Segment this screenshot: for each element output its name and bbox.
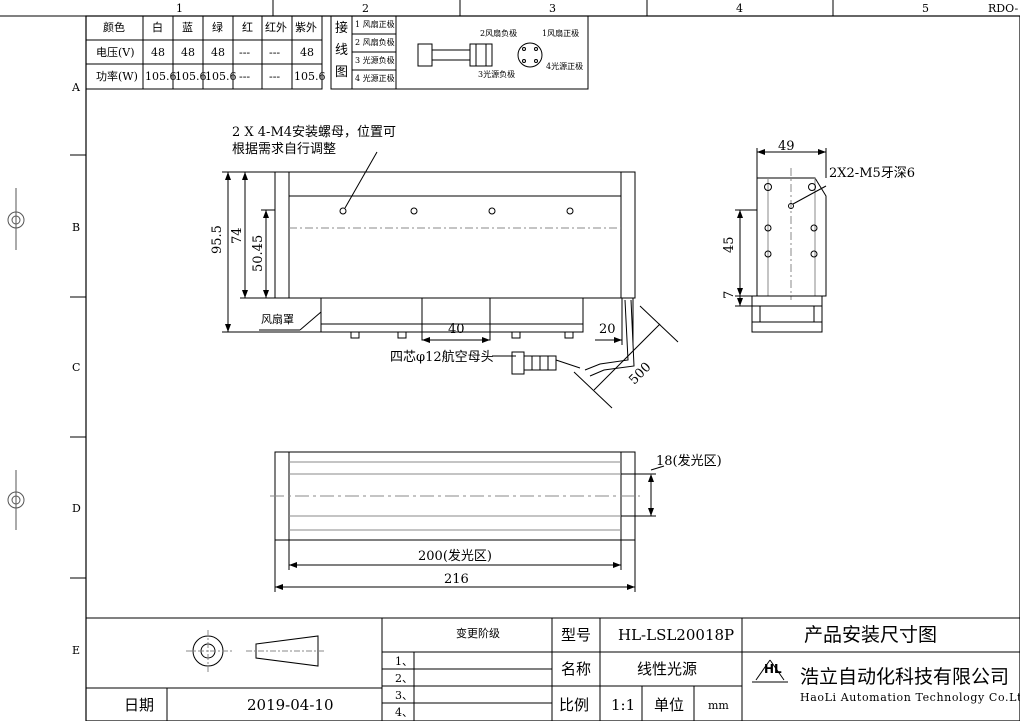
- spec-voltage-ir: ---: [269, 46, 281, 59]
- grid-row-b: B: [72, 221, 81, 234]
- thread-note: 2X2-M5牙深6: [829, 166, 916, 181]
- wiring-pin-1: 1 风扇正极: [355, 20, 395, 29]
- spec-header-green: 绿: [212, 21, 223, 34]
- dim-total-length: 216: [444, 572, 469, 587]
- spec-power-white: 105.6: [145, 70, 177, 83]
- scale-label: 比例: [559, 696, 590, 714]
- date-value: 2019-04-10: [247, 696, 334, 714]
- wiring-label-light-neg: 3光源负极: [478, 70, 516, 79]
- connector-label: 四芯φ12航空母头: [390, 350, 494, 365]
- spec-header-uv: 紫外: [295, 21, 317, 34]
- spec-power-label: 功率(W): [96, 70, 138, 83]
- company-name-en: HaoLi Automation Technology Co.Ltd: [800, 691, 1020, 704]
- mounting-nut-note-2: 根据需求自行调整: [232, 142, 337, 157]
- unit-label: 单位: [654, 696, 685, 714]
- company-logo: HL: [752, 656, 788, 692]
- wiring-title-1: 接: [335, 21, 349, 36]
- logo-text: HL: [764, 662, 782, 676]
- dim-side-width: 49: [778, 139, 795, 154]
- spec-voltage-uv: 48: [300, 46, 314, 59]
- spec-header-red: 红: [242, 21, 253, 34]
- revision-title: 变更阶级: [456, 627, 500, 640]
- wiring-pin-4: 4 光源正极: [355, 74, 395, 83]
- drawing-title: 产品安装尺寸图: [804, 624, 938, 646]
- revision-row-1: 1、: [395, 655, 413, 668]
- spec-header-color: 颜色: [103, 21, 125, 34]
- dim-inner-height: 50.45: [251, 234, 266, 272]
- spec-power-red: ---: [239, 70, 251, 83]
- spec-header-blue: 蓝: [182, 21, 193, 34]
- spec-power-green: 105.6: [205, 70, 237, 83]
- revision-code: RDO-: [988, 2, 1019, 15]
- grid-col-3: 3: [549, 2, 556, 15]
- company-name-cn: 浩立自动化科技有限公司: [800, 666, 1010, 688]
- dim-total-height: 95.5: [210, 225, 225, 254]
- grid-col-4: 4: [736, 2, 743, 15]
- wiring-pin-3: 3 光源负极: [355, 56, 395, 65]
- mounting-nut-note: 2 X 4-M4安装螺母，位置可: [232, 125, 397, 140]
- spec-voltage-white: 48: [151, 46, 165, 59]
- wiring-pin-2: 2 风扇负极: [355, 38, 395, 47]
- spec-power-uv: 105.6: [294, 70, 326, 83]
- unit-value: mm: [708, 699, 729, 712]
- model-value: HL-LSL20018P: [618, 626, 735, 644]
- grid-col-1: 1: [176, 2, 183, 15]
- scale-value: 1:1: [611, 696, 636, 714]
- grid-col-5: 5: [922, 2, 929, 15]
- revision-row-4: 4、: [395, 706, 413, 719]
- dim-45: 45: [722, 236, 737, 253]
- wiring-label-fan-pos: 1风扇正极: [542, 29, 580, 38]
- logo-mark-icon: [752, 659, 788, 683]
- spec-header-white: 白: [152, 21, 163, 34]
- date-label: 日期: [124, 696, 155, 714]
- spec-power-blue: 105.6: [175, 70, 207, 83]
- wiring-title-2: 线: [335, 43, 349, 58]
- name-label: 名称: [561, 660, 592, 678]
- revision-row-2: 2、: [395, 672, 413, 685]
- dim-side: 20: [599, 322, 616, 337]
- grid-row-e: E: [72, 644, 81, 657]
- dim-emit-length: 200(发光区): [418, 549, 492, 564]
- dim-height: 74: [230, 227, 245, 244]
- grid-row-c: C: [72, 361, 81, 374]
- dim-emit-width: 18(发光区): [656, 454, 722, 469]
- grid-row-a: A: [72, 81, 80, 94]
- model-label: 型号: [561, 626, 592, 644]
- spec-voltage-label: 电压(V): [96, 46, 135, 59]
- spec-power-ir: ---: [269, 70, 281, 83]
- spec-voltage-blue: 48: [181, 46, 195, 59]
- revision-row-3: 3、: [395, 689, 413, 702]
- fan-cover-label: 风扇罩: [261, 313, 294, 326]
- grid-col-2: 2: [362, 2, 369, 15]
- dim-connector-width: 40: [448, 322, 465, 337]
- spec-voltage-green: 48: [211, 46, 225, 59]
- wiring-title-3: 图: [335, 65, 349, 80]
- grid-row-d: D: [72, 502, 81, 515]
- spec-voltage-red: ---: [239, 46, 251, 59]
- wiring-label-fan-neg: 2风扇负极: [480, 29, 518, 38]
- spec-header-ir: 红外: [265, 21, 287, 34]
- name-value: 线性光源: [637, 660, 698, 678]
- wiring-label-light-pos: 4光源正极: [546, 62, 584, 71]
- dim-7: 7: [722, 290, 737, 299]
